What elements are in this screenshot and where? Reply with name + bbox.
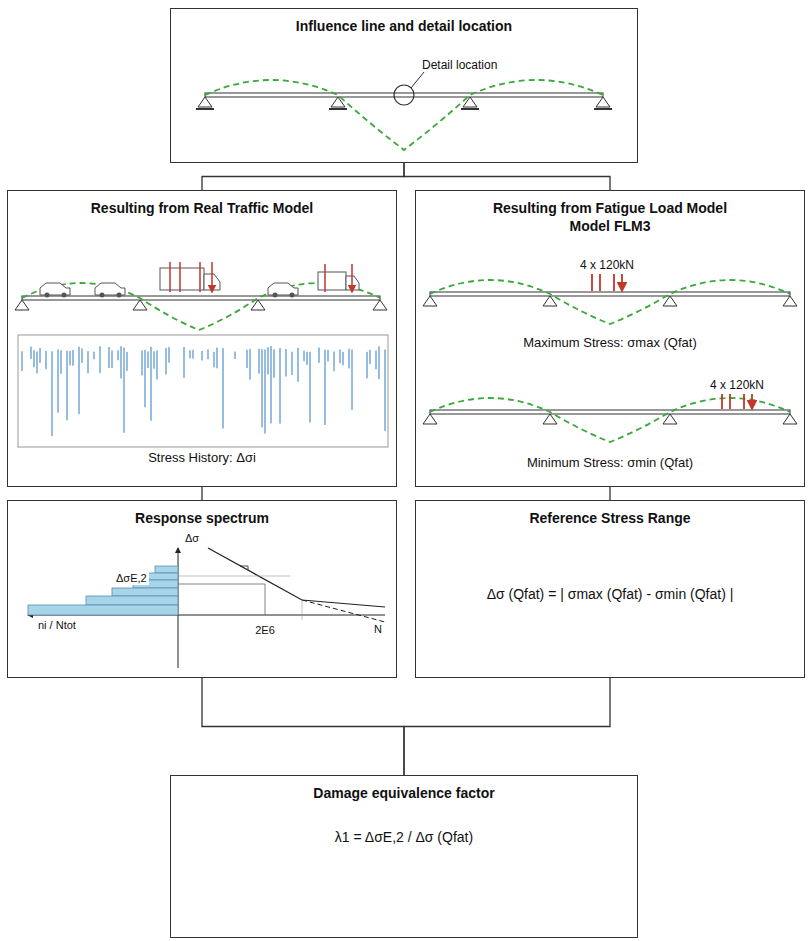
process-box: Damage equivalence factor λ1 = ΔσE,2 / Δσ…	[170, 775, 638, 938]
diagram-label: Maximum Stress: σmax (Qfat)	[521, 336, 698, 350]
connector-line	[404, 163, 610, 190]
diagram-label: Detail location	[420, 58, 499, 72]
process-box: Influence line and detail location	[170, 8, 638, 163]
box-title: Resulting from Real Traffic Model	[18, 199, 386, 217]
connector-line	[609, 487, 610, 500]
diagram-label: 4 x 120kN	[708, 378, 766, 392]
box-title: Response spectrum	[18, 509, 386, 527]
process-box: Response spectrum	[7, 500, 397, 678]
diagram-label: ni / Ntot	[36, 618, 78, 632]
diagram-label: N	[372, 622, 384, 636]
diagram-label: ΔσE,2	[114, 571, 149, 585]
diagram-label: 2E6	[253, 623, 277, 637]
connector-line	[404, 678, 610, 775]
formula: λ1 = ΔσE,2 / Δσ (Qfat)	[181, 828, 627, 846]
box-title: Damage equivalence factor	[181, 784, 627, 802]
beam-flm3	[423, 274, 797, 442]
beam-top	[196, 72, 612, 150]
diagram-label: Stress History: Δσi	[146, 451, 258, 465]
box-title: Influence line and detail location	[181, 17, 627, 35]
process-box: Reference Stress Range Δσ (Qfat) = | σmax…	[415, 500, 805, 678]
connector-line	[201, 487, 202, 500]
diagram-label: 4 x 120kN	[578, 258, 636, 272]
box-title: Reference Stress Range	[426, 509, 794, 527]
connector-line	[202, 163, 404, 190]
spectrum-graph	[28, 548, 385, 668]
diagram-label: Minimum Stress: σmin (Qfat)	[525, 456, 695, 470]
connector-line	[202, 678, 404, 775]
beam-traffic	[15, 262, 388, 447]
process-box: Resulting from Real Traffic Model	[7, 190, 397, 487]
diagram-label: Δσ	[183, 531, 201, 545]
box-title: Resulting from Fatigue Load Model Model …	[426, 199, 794, 235]
formula: Δσ (Qfat) = | σmax (Qfat) - σmin (Qfat) …	[426, 585, 794, 603]
